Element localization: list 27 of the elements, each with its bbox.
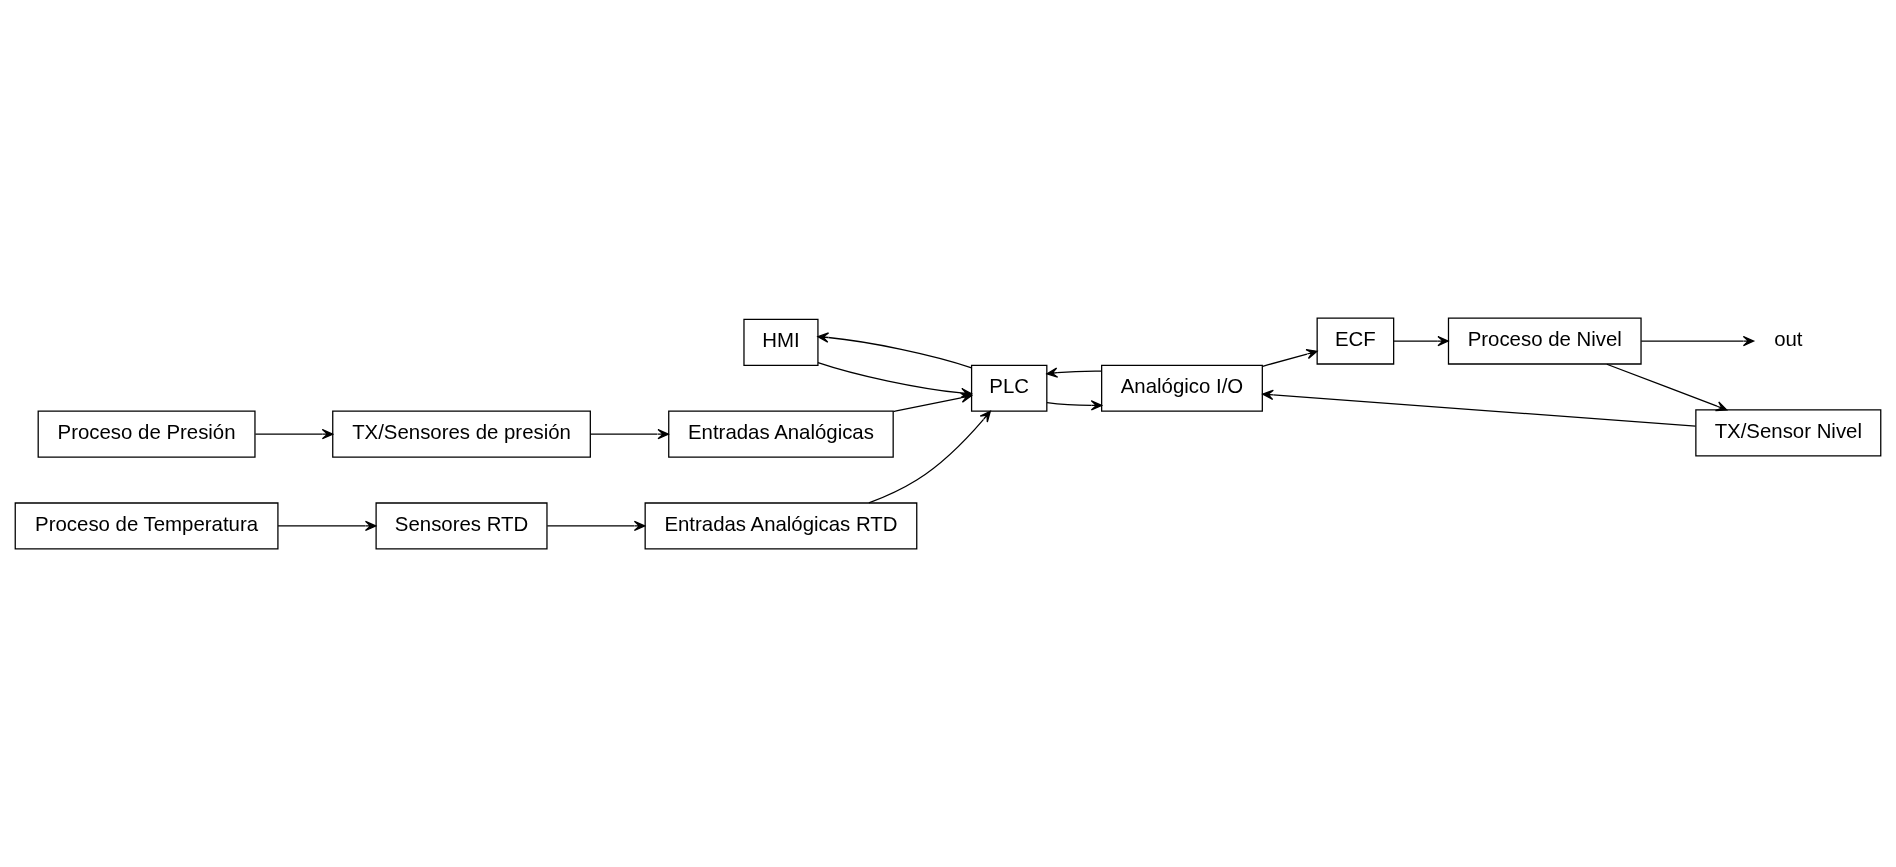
arrow (254, 428, 334, 440)
arrow (589, 428, 669, 440)
arrow (1262, 348, 1318, 367)
arrow (868, 410, 991, 504)
node-box: Proceso de Temperatura (14, 502, 279, 550)
arrow (1046, 367, 1103, 378)
arrow (1606, 363, 1728, 412)
node-box: Proceso de Nivel (1447, 317, 1642, 365)
arrow (892, 392, 973, 413)
arrow (817, 332, 973, 369)
node-box: Analógico I/O (1101, 364, 1263, 412)
arrow (1640, 335, 1755, 347)
node-box: Entradas Analógicas (668, 410, 894, 458)
node-box: HMI (743, 318, 819, 366)
arrow (1393, 335, 1449, 347)
node-box: Sensores RTD (375, 502, 548, 550)
node-box: Proceso de Presión (37, 410, 256, 458)
node-text: out (1774, 327, 1803, 350)
node-box: PLC (970, 364, 1048, 412)
arrow (546, 520, 646, 532)
arrow (277, 520, 377, 532)
node-box: TX/Sensor Nivel (1695, 409, 1882, 457)
arrow (1262, 389, 1697, 427)
node-box: TX/Sensores de presión (332, 410, 591, 458)
arrow (1046, 400, 1103, 411)
node-box: Entradas Analógicas RTD (644, 502, 918, 550)
node-box: ECF (1316, 317, 1395, 365)
